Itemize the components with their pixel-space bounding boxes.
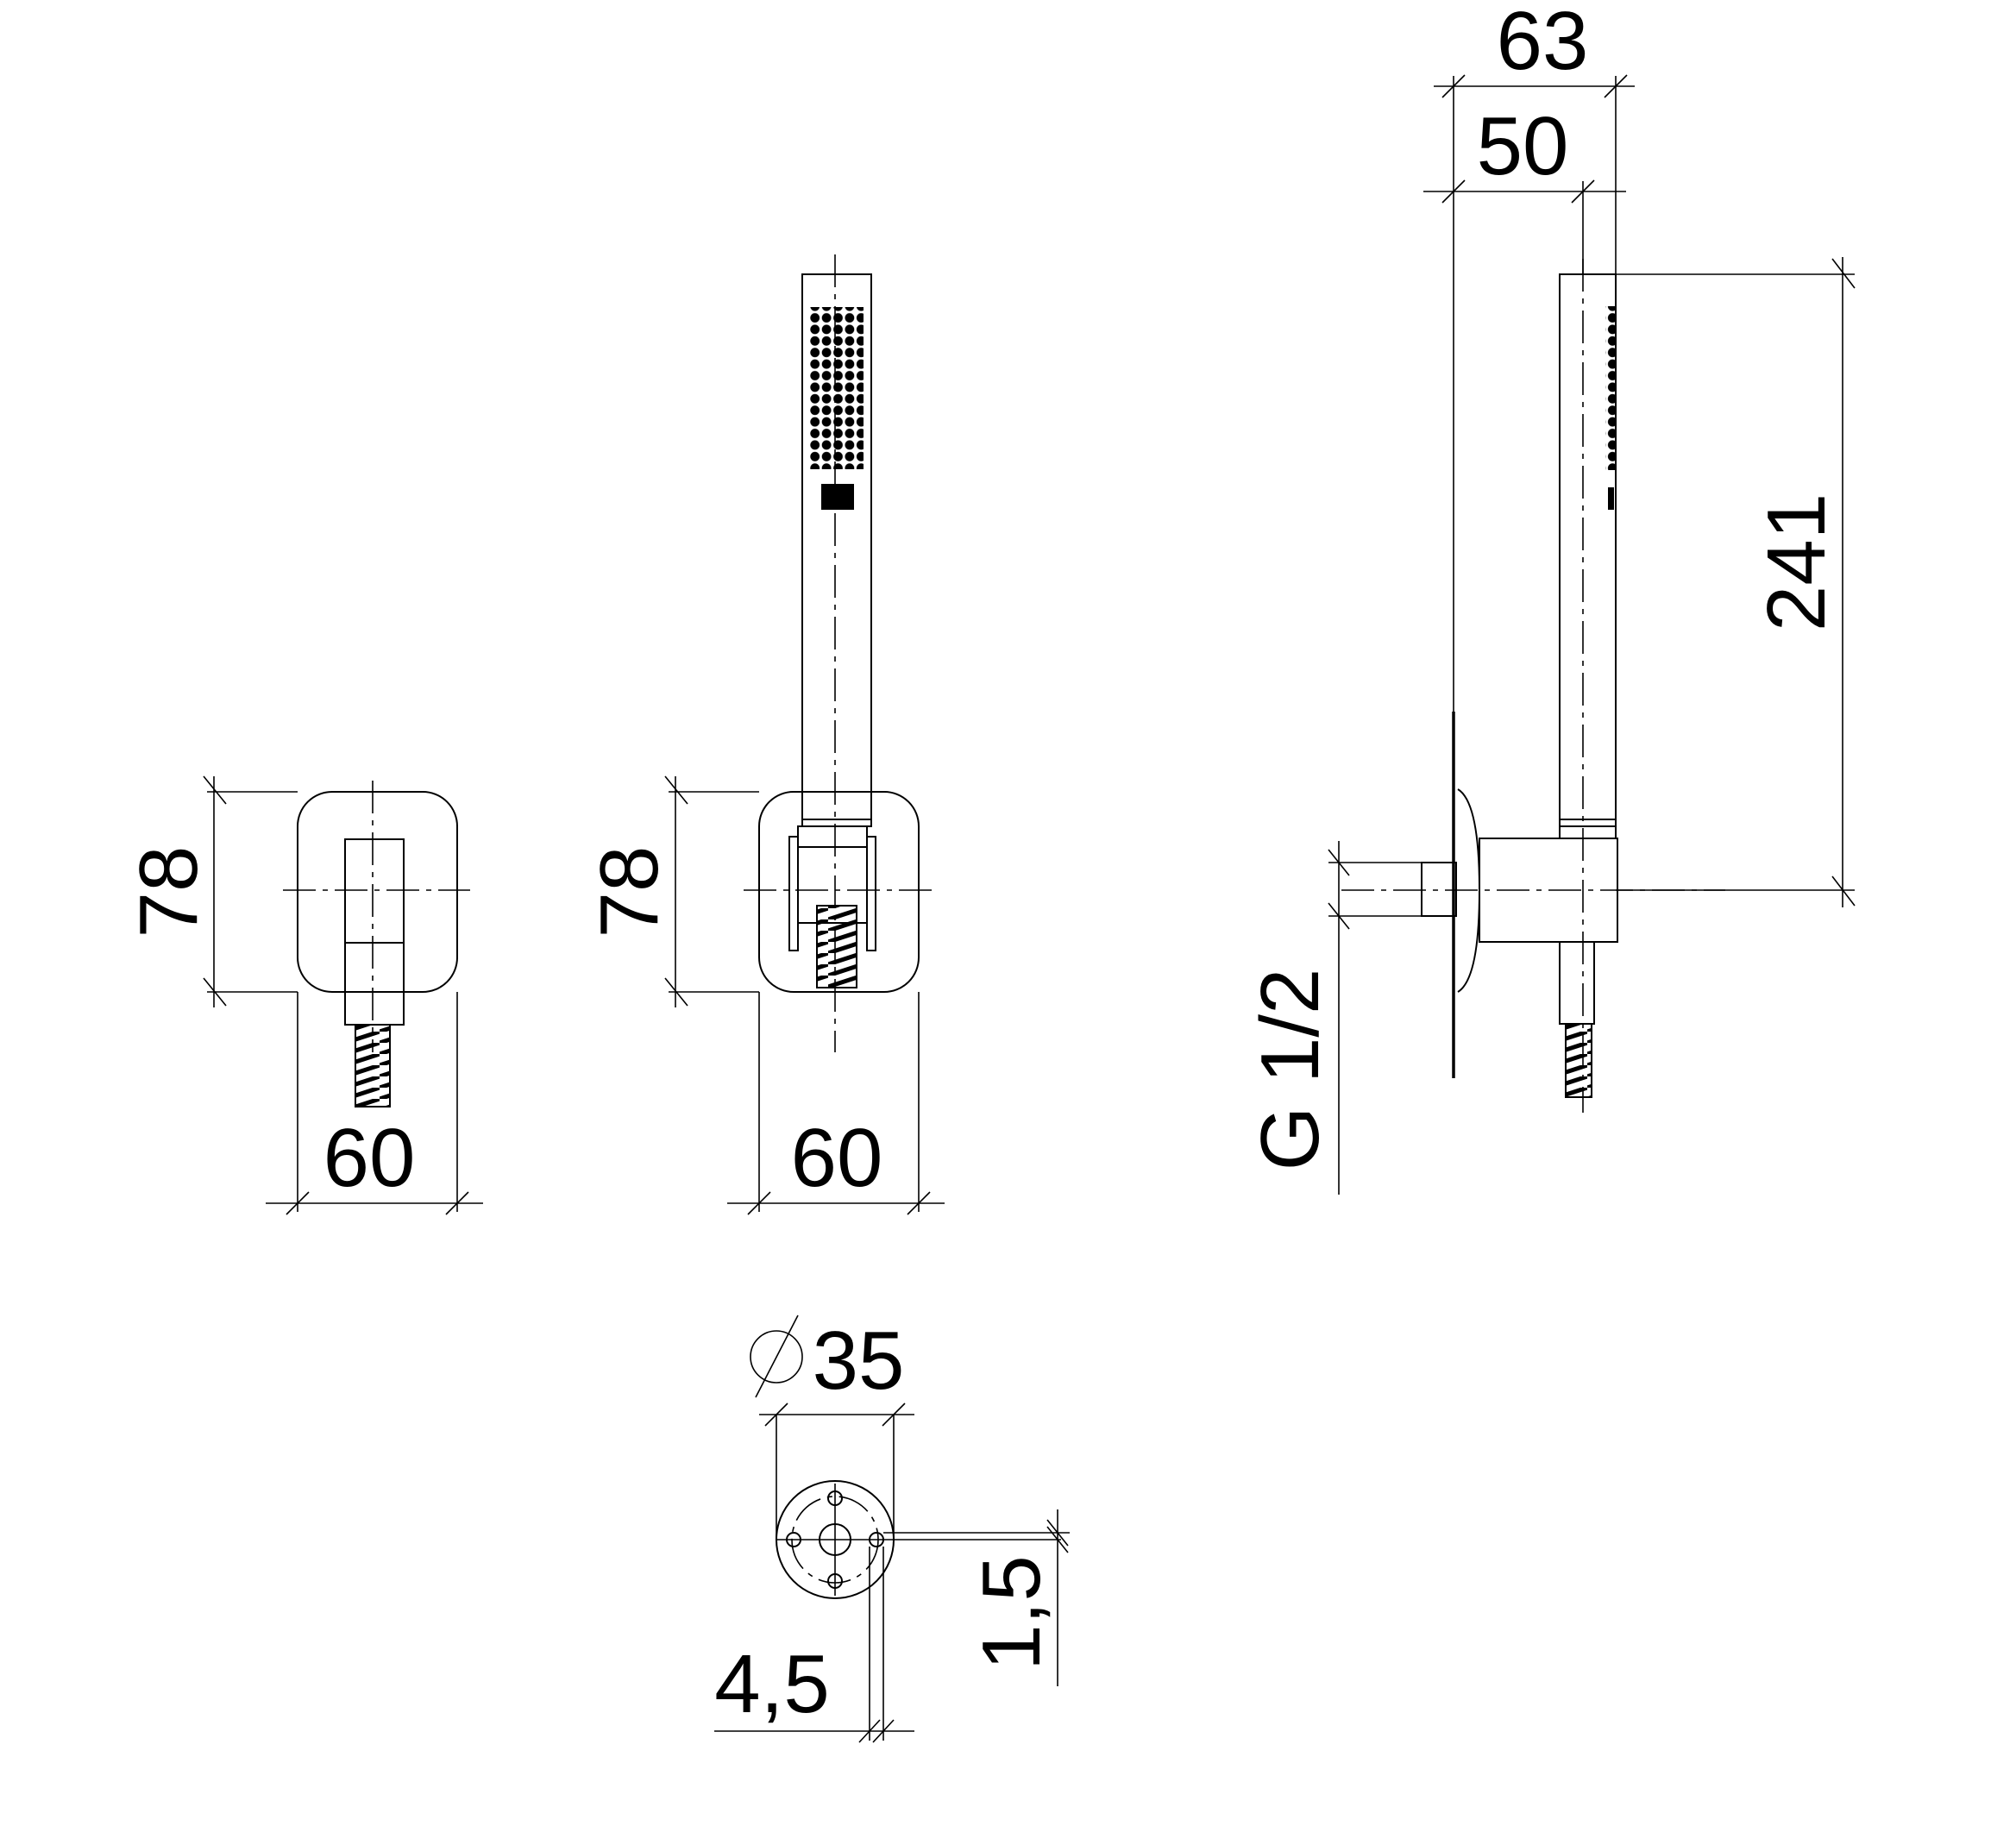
hose-coil <box>355 1024 391 1108</box>
view-rosette: 35 1,5 4,5 <box>714 1315 1070 1743</box>
diameter-symbol <box>750 1330 803 1384</box>
dim-front-width: 60 <box>323 1112 416 1204</box>
logo-mark <box>821 484 854 510</box>
dim-side-depth: 50 <box>1477 100 1569 192</box>
bracket-holder <box>344 838 405 1026</box>
dim-rosette-diameter: 35 <box>813 1315 905 1407</box>
connection-thread <box>1421 862 1457 917</box>
dim-thread: G 1/2 <box>1244 969 1336 1171</box>
dim-mid-height: 78 <box>583 846 675 938</box>
hose-coil <box>1565 1023 1592 1098</box>
view-side: 63 50 241 G 1/2 <box>1244 0 1856 1195</box>
dim-mid-width: 60 <box>791 1112 883 1204</box>
view-front-bracket: 78 60 <box>122 775 483 1215</box>
dim-rosette-hole: 4,5 <box>714 1638 829 1730</box>
hose-coil <box>816 905 857 988</box>
dim-side-length: 241 <box>1750 493 1843 631</box>
dim-side-overall-depth: 63 <box>1497 0 1589 87</box>
bracket-plate-outline <box>297 791 458 993</box>
dim-rosette-offset: 1,5 <box>965 1555 1058 1670</box>
spray-nozzle-grid <box>808 307 864 469</box>
dim-front-height: 78 <box>122 846 215 938</box>
bracket-plate-outline <box>758 791 920 993</box>
view-front-with-shower: 78 60 <box>583 254 945 1215</box>
spray-nozzles-side <box>1605 306 1615 470</box>
